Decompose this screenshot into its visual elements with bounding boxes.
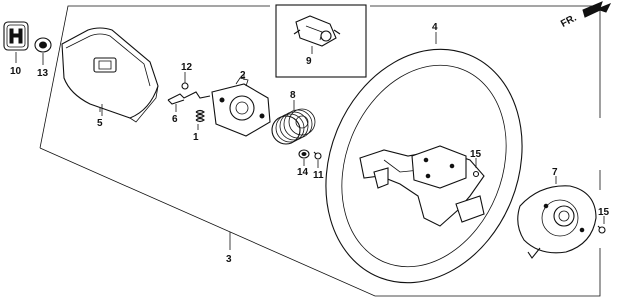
spring-part-1 <box>195 109 205 123</box>
steering-wheel-part-4 <box>325 48 523 284</box>
emblem-part-10 <box>3 21 29 51</box>
coil-spring-part-8 <box>271 108 316 145</box>
bracket-part-6 <box>167 91 211 105</box>
callout-6: 6 <box>172 114 178 125</box>
cable-reel-part-2 <box>211 77 271 137</box>
callout-4: 4 <box>432 22 438 33</box>
callout-5: 5 <box>97 118 103 129</box>
callout-1: 1 <box>193 132 199 143</box>
switch-part-9 <box>293 15 341 47</box>
inflator-part-7 <box>517 185 597 259</box>
callout-13: 13 <box>37 68 49 79</box>
part-9-inset-box <box>275 4 367 78</box>
callout-8: 8 <box>290 90 296 101</box>
bolt-part-12 <box>181 72 189 90</box>
bolt-part-15-lower <box>597 225 606 234</box>
bolt-part-15-upper <box>472 170 480 178</box>
callout-15-lower: 15 <box>598 207 610 218</box>
callout-11: 11 <box>313 170 324 181</box>
screw-part-11 <box>313 151 322 160</box>
callout-10: 10 <box>10 66 22 77</box>
callout-9: 9 <box>306 56 312 67</box>
direction-label: FR. <box>559 13 579 30</box>
callout-3: 3 <box>226 254 232 265</box>
callout-labels: 10 13 5 12 6 1 2 8 9 14 11 4 15 7 15 3 <box>10 22 610 265</box>
callout-15-upper: 15 <box>470 149 482 160</box>
callout-14: 14 <box>297 167 309 178</box>
callout-7: 7 <box>552 167 558 178</box>
washer-part-14 <box>298 149 310 159</box>
callout-12: 12 <box>181 62 193 73</box>
pad-cover-part-5 <box>61 27 159 123</box>
callout-2: 2 <box>240 70 246 81</box>
nut-part-13 <box>34 37 52 53</box>
